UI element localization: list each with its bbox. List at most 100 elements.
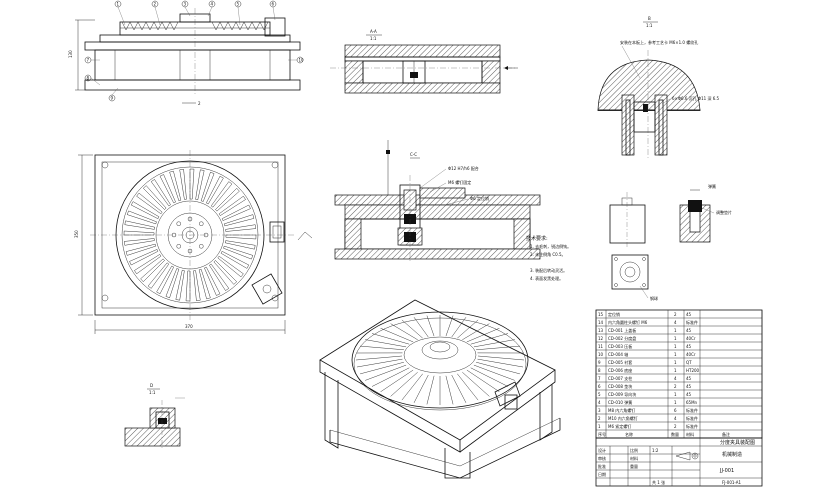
bom-row-mat: 65Mn	[686, 400, 698, 405]
bom-row-qty: 2	[674, 312, 677, 317]
radial-slot	[175, 269, 185, 301]
radial-slot	[165, 268, 180, 299]
section-a-label: A-A	[370, 29, 377, 34]
bom-row-no: 1	[598, 424, 601, 429]
iso-slot	[462, 323, 490, 340]
radial-slot	[134, 254, 162, 275]
radial-slot	[220, 251, 250, 269]
iso-slot	[462, 372, 490, 397]
svg-text:共 1 张: 共 1 张	[652, 479, 665, 485]
iso-radial-slots	[355, 315, 525, 405]
radial-slot	[130, 201, 160, 219]
bom-row-no: 5	[598, 392, 601, 397]
bom-row-qty: 1	[674, 400, 677, 405]
note-screw: M6 螺钉固定	[448, 179, 471, 185]
bom-row-mat: 标准件	[686, 407, 698, 413]
bom-row-name: CD-002 分度盘	[608, 335, 636, 341]
svg-text:钢球: 钢球	[650, 295, 658, 301]
bom-row-qty: 1	[674, 344, 677, 349]
iso-slot	[445, 315, 454, 337]
radial-slots	[123, 168, 257, 302]
iso-slot	[476, 361, 520, 375]
radial-slot	[147, 262, 170, 289]
svg-text:设计: 设计	[598, 447, 606, 453]
iso-slot	[413, 317, 429, 338]
bom-row-mat: 45	[686, 384, 692, 389]
tech-requirements: 技术要求: 1. 去毛刺，锐边倒钝。 2. 未注倒角 C0.5。 3. 装配后转…	[526, 235, 571, 281]
radial-slot	[124, 220, 156, 230]
svg-text:1: 1	[117, 2, 120, 7]
iso-slot	[371, 367, 410, 387]
svg-text:10: 10	[299, 58, 305, 63]
bom-header-cell: 名称	[625, 431, 633, 437]
bom-row-mat: 40Cr	[686, 352, 696, 357]
radial-slot	[142, 185, 167, 210]
table-serrations	[121, 21, 269, 31]
bom-row-name: CD-005 衬套	[608, 359, 632, 365]
bom-row-mat: 45	[686, 344, 692, 349]
iso-slot	[371, 333, 410, 345]
radial-slot	[195, 169, 205, 201]
radial-slot	[125, 243, 157, 256]
radial-slot	[140, 258, 165, 283]
bom-row-name: M8 内六角螺钉	[608, 407, 635, 413]
iso-slot	[473, 339, 515, 348]
bolt-hole	[199, 244, 204, 249]
bom-row-qty: 2	[674, 424, 677, 429]
tech-1: 1. 去毛刺，锐边倒钝。	[530, 243, 571, 249]
bom-row-name: CD-006 底座	[608, 367, 632, 373]
iso-slot	[360, 361, 404, 375]
front-balloons: 1 2 3 4 5 6 7 8 9 10	[84, 0, 305, 102]
bom-row-mat: 标准件	[686, 415, 698, 421]
bom-row-name: M6 紧定螺钉	[608, 423, 631, 429]
bom-row-mat: HT200	[686, 368, 700, 373]
iso-slot	[476, 345, 520, 351]
section-c-view: C-C Φ12 H7/h6 配合 M6 螺钉固定 Φ6 定位销	[334, 140, 541, 262]
radial-slot	[136, 192, 163, 215]
bolt-hole	[199, 221, 204, 226]
svg-text:1:1: 1:1	[149, 390, 156, 395]
radial-slot	[150, 179, 171, 207]
section-b-view: B 1:1 安装在本板上，参考工艺卡 M6×1.0 螺纹孔 6×Φ6.6 沉孔 …	[597, 16, 720, 160]
radial-slot	[185, 270, 191, 302]
iso-slot	[401, 373, 423, 401]
iso-slot	[451, 317, 467, 338]
iso-slot	[356, 358, 403, 368]
iso-slot	[457, 319, 479, 339]
bom-row-mat: 45	[686, 312, 692, 317]
radial-slot	[159, 174, 176, 204]
bom-row-name: CD-003 压板	[608, 343, 632, 349]
iso-slot	[355, 355, 403, 361]
projection-symbol	[675, 451, 699, 461]
radial-slot	[215, 187, 240, 212]
iso-slot	[445, 375, 454, 405]
radial-slot	[221, 204, 251, 221]
bom-row-mat: 40Cr	[686, 336, 696, 341]
radial-slot	[169, 170, 182, 202]
front-view-mark: 2	[198, 101, 201, 106]
front-height-dim: 130	[68, 50, 73, 58]
bom-row-no: 6	[598, 384, 601, 389]
iso-slot	[365, 339, 407, 348]
bom-row-no: 7	[598, 376, 601, 381]
svg-text:7: 7	[87, 58, 90, 63]
iso-slot	[365, 364, 407, 381]
title-footer-code: FJ-001-A1	[722, 480, 742, 485]
bom-row-no: 4	[598, 400, 601, 405]
iso-slot	[477, 358, 524, 368]
iso-slot	[466, 369, 500, 392]
bom-header-cell: 数量	[671, 431, 679, 437]
note-hole: 6×Φ6.6 沉孔 Φ11 深 6.5	[672, 95, 720, 101]
iso-slot	[390, 323, 418, 340]
iso-slot	[473, 364, 515, 381]
svg-text:1:2: 1:2	[652, 448, 659, 453]
bom-row-mat: QT	[686, 360, 692, 365]
radial-slot	[206, 175, 224, 205]
bom-row-qty: 2	[674, 384, 677, 389]
radial-slot	[156, 265, 174, 295]
bom-row-qty: 1	[674, 360, 677, 365]
radial-slot	[224, 240, 256, 250]
detail-views-right: 弹簧 调整垫片 钢球	[609, 183, 732, 301]
section-b-label: B	[648, 16, 651, 21]
iso-slot	[470, 333, 509, 345]
